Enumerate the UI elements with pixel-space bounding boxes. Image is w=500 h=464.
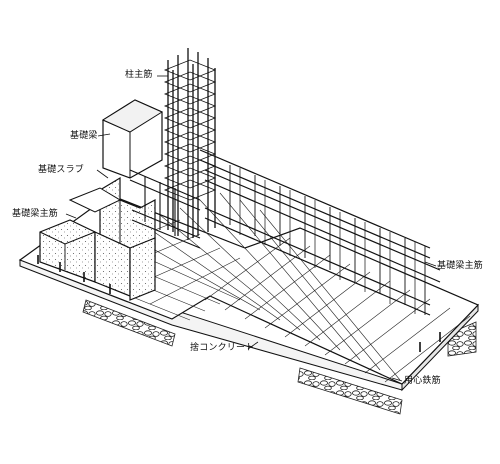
gravel-bed-left — [82, 299, 176, 347]
foundation-beam-rebar-cage — [199, 149, 441, 316]
left-beam-rebar — [129, 169, 201, 249]
blinding-concrete-slab — [18, 194, 480, 392]
label-foundation-beam: 基礎梁 — [70, 131, 98, 141]
label-column-main-bar: 柱主筋 — [125, 70, 153, 80]
column-rebar-cage — [163, 48, 217, 240]
label-anchor-bar: 用心鉄筋 — [404, 376, 441, 386]
leader-lines — [65, 75, 437, 382]
gravel-bed-front — [297, 367, 403, 415]
label-foundation-beam-main-bar-left: 基礎梁主筋 — [12, 209, 59, 219]
footing-concrete — [39, 176, 156, 301]
gravel-bed-right — [447, 321, 477, 357]
foundation-beam-concrete — [101, 99, 164, 179]
label-foundation-slab: 基礎スラブ — [38, 165, 85, 175]
rebar-stubs — [37, 255, 441, 352]
label-blinding-concrete: 捨コンクリート — [190, 343, 255, 353]
label-foundation-beam-main-bar-right: 基礎梁主筋 — [437, 261, 484, 271]
